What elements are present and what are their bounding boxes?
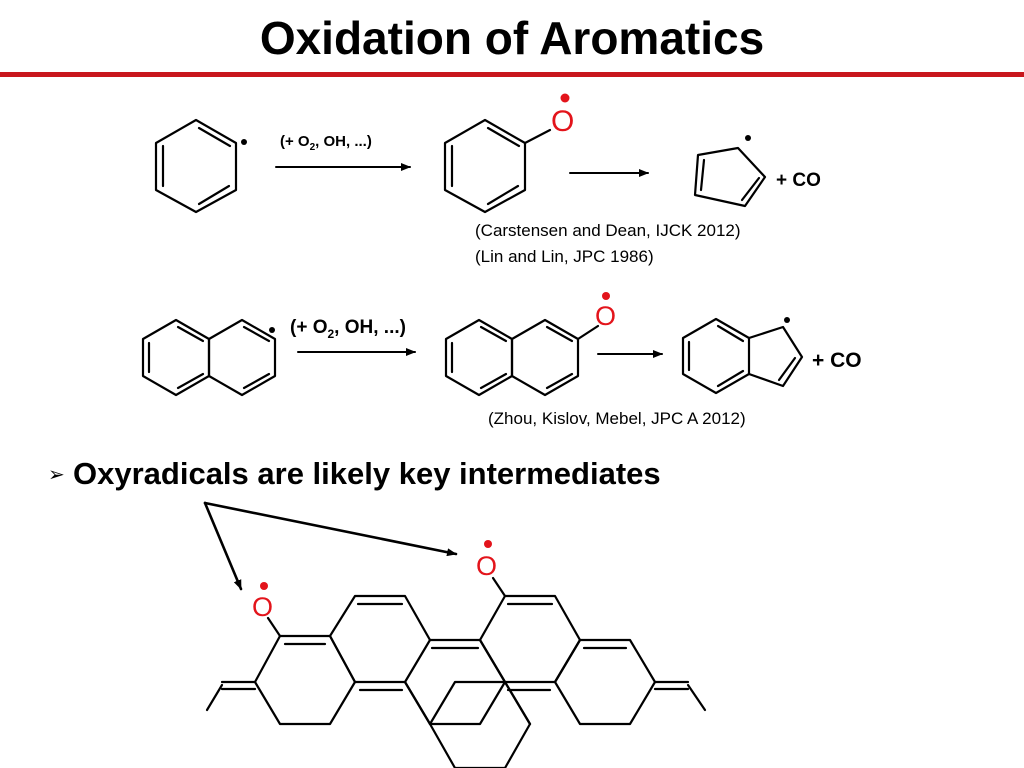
co-product-label: + CO (812, 349, 862, 372)
reference-citation: (Carstensen and Dean, IJCK 2012) (475, 221, 741, 240)
oxygen-atom-label: O (551, 105, 575, 138)
oxygen-atom-label: O (476, 551, 498, 581)
radical-dot-icon (745, 135, 751, 141)
indenyl-radical-molecule (681, 317, 804, 395)
oxygen-radical-dot-icon (260, 582, 268, 590)
oxygen-radical-dot-icon (484, 540, 492, 548)
polycyclic-oxyradical-molecule (205, 576, 707, 768)
radical-dot-icon (241, 139, 247, 145)
title-divider (0, 72, 1024, 77)
slide-title: Oxidation of Aromatics (259, 12, 765, 64)
co-product-label: + CO (776, 170, 821, 191)
reference-citation: (Lin and Lin, JPC 1986) (475, 247, 654, 266)
oxygen-atom-label: O (595, 301, 617, 331)
bullet-point-text: Oxyradicals are likely key intermediates (73, 456, 661, 491)
phenyl-radical-molecule (154, 118, 238, 214)
radical-dot-icon (784, 317, 790, 323)
reference-citation: (Zhou, Kislov, Mebel, JPC A 2012) (488, 409, 746, 428)
cyclopentadienyl-radical-molecule (693, 146, 767, 208)
pointer-arrow (203, 501, 458, 557)
radical-dot-icon (269, 327, 275, 333)
phenoxy-radical-molecule (443, 118, 552, 214)
naphthoxy-radical-molecule (444, 318, 600, 397)
pointer-arrow (203, 501, 243, 591)
arrowhead-bullet-icon: ➢ (48, 464, 65, 486)
oxygen-radical-dot-icon (602, 292, 610, 300)
naphthyl-radical-molecule (141, 318, 277, 397)
reaction2-conditions: (+ O2, OH, ...) (290, 317, 406, 341)
oxygen-atom-label: O (252, 592, 274, 622)
oxygen-radical-dot-icon (560, 93, 570, 103)
reaction1-conditions: (+ O2, OH, ...) (280, 133, 372, 153)
